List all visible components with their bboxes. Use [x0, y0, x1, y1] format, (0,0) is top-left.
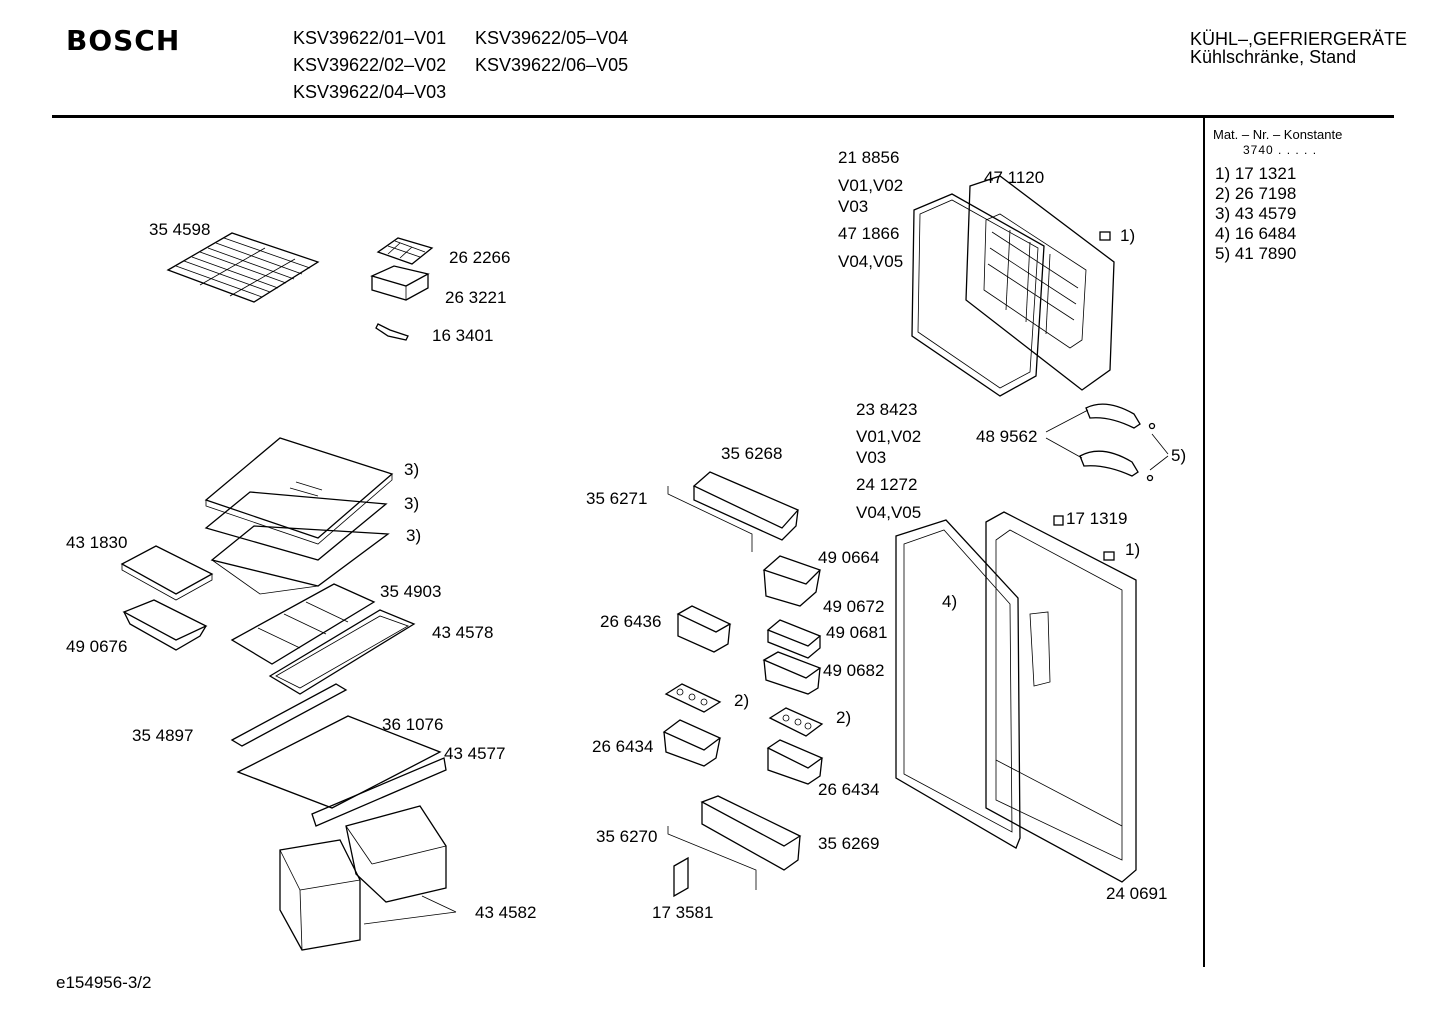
ice-scraper	[375, 323, 409, 341]
legend-item: 3) 43 4579	[1215, 204, 1297, 223]
part-number: 24 0691	[1106, 884, 1167, 903]
crisper-cover	[236, 715, 447, 827]
part-number: 26 6436	[600, 612, 661, 631]
sidebar-divider	[1203, 117, 1205, 967]
door-bin	[667, 471, 800, 552]
variant-label: V03	[856, 448, 886, 467]
legend-ref: 2)	[836, 708, 851, 727]
part-number: 47 1120	[984, 168, 1044, 187]
part-number: 49 0672	[823, 597, 884, 616]
legend-ref: 4)	[942, 592, 957, 611]
part-number: 35 6270	[596, 827, 657, 846]
part-number: 35 4897	[132, 726, 193, 745]
door-bin	[766, 739, 824, 785]
crisper-cover-frame	[230, 583, 376, 665]
part-number: 35 4903	[380, 582, 441, 601]
cap-icon	[1099, 231, 1111, 241]
part-number: 21 8856	[838, 148, 899, 167]
crisper-glass	[268, 609, 416, 695]
fridge-door-seal	[895, 519, 1021, 849]
variant-label: V04,V05	[856, 503, 921, 522]
part-number: 35 6268	[721, 444, 782, 463]
part-number: 26 2266	[449, 248, 510, 267]
part-number: 43 4582	[475, 903, 536, 922]
part-number: 35 6269	[818, 834, 879, 853]
variant-label: V01,V02	[856, 427, 921, 446]
part-number: 23 8423	[856, 400, 917, 419]
part-number: 48 9562	[976, 427, 1037, 446]
ice-tray	[376, 237, 434, 265]
legend-ref: 3)	[404, 494, 419, 513]
ice-box	[370, 265, 430, 301]
small-shelf	[120, 545, 214, 601]
model-number: KSV39622/01–V01	[293, 28, 447, 48]
legend-item: 4) 16 6484	[1215, 224, 1297, 243]
part-number: 36 1076	[382, 715, 443, 734]
cap-icon	[1053, 515, 1115, 561]
vent-strip	[230, 683, 348, 747]
part-number: 49 0664	[818, 548, 879, 567]
drawing-code: e154956-3/2	[56, 973, 152, 992]
small-tray	[122, 599, 208, 651]
mat-nr-label: Mat. – Nr. – Konstante	[1213, 127, 1343, 142]
part-number: 26 6434	[592, 737, 653, 756]
legend-item: 5) 41 7890	[1215, 244, 1297, 263]
door-bin	[667, 795, 802, 890]
door-bin	[662, 719, 722, 767]
part-number: 47 1866	[838, 224, 899, 243]
brand-logo: BOSCH	[66, 24, 181, 57]
egg-tray	[664, 683, 722, 713]
part-number: 49 0681	[826, 623, 887, 642]
part-number: 49 0676	[66, 637, 127, 656]
header-divider	[52, 115, 1394, 118]
glass-shelf	[204, 437, 394, 595]
model-number: KSV39622/05–V04	[475, 28, 629, 48]
legend-ref: 1)	[1120, 226, 1135, 245]
part-number: 43 1830	[66, 533, 127, 552]
part-number: 17 3581	[652, 903, 713, 922]
legend-ref: 2)	[734, 691, 749, 710]
legend-item: 2) 26 7198	[1215, 184, 1297, 203]
variant-label: V03	[838, 197, 868, 216]
model-number: KSV39622/06–V05	[475, 55, 629, 75]
part-number: 35 4598	[149, 220, 210, 239]
category-subtitle: Kühlschränke, Stand	[1190, 47, 1357, 67]
egg-tray	[768, 707, 824, 737]
door-bin	[762, 651, 822, 695]
konstante-value: 3740 . . . . .	[1243, 143, 1318, 157]
part-number: 16 3401	[432, 326, 493, 345]
legend-item: 1) 17 1321	[1215, 164, 1297, 183]
door-bin	[766, 619, 822, 659]
fridge-door	[985, 511, 1137, 883]
variant-label: V01,V02	[838, 176, 903, 195]
vegetable-drawer	[279, 805, 457, 951]
door-bin	[762, 555, 822, 607]
wire-shelf	[166, 232, 320, 303]
part-number: 26 6434	[818, 780, 879, 799]
category-title: KÜHL–,GEFRIERGERÄTE	[1190, 29, 1408, 49]
hinge-cover	[673, 856, 689, 898]
model-number: KSV39622/04–V03	[293, 82, 447, 102]
part-number: 17 1319	[1066, 509, 1127, 528]
part-number: 26 3221	[445, 288, 506, 307]
variant-label: V04,V05	[838, 252, 903, 271]
legend-ref: 5)	[1171, 446, 1186, 465]
freezer-door	[965, 175, 1115, 391]
part-number: 35 6271	[586, 489, 647, 508]
legend-ref: 1)	[1125, 540, 1140, 559]
part-number: 43 4578	[432, 623, 493, 642]
legend-ref: 3)	[404, 460, 419, 479]
door-handle	[1045, 403, 1169, 482]
model-number: KSV39622/02–V02	[293, 55, 447, 75]
door-bin	[676, 605, 732, 653]
part-number: 49 0682	[823, 661, 884, 680]
legend-ref: 3)	[406, 526, 421, 545]
freezer-door-seal	[911, 193, 1045, 397]
part-number: 43 4577	[444, 744, 505, 763]
part-number: 24 1272	[856, 475, 917, 494]
